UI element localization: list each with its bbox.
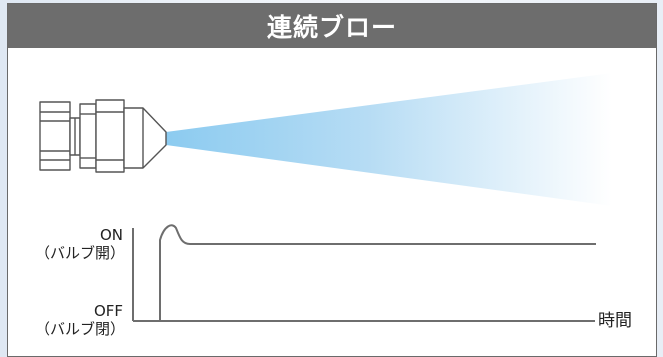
on-label: ON xyxy=(99,226,123,244)
nozzle-icon xyxy=(39,99,167,173)
on-sub-label: （バルブ開） xyxy=(34,244,125,262)
off-sub-label: （バルブ閉） xyxy=(34,320,125,338)
signal-graph xyxy=(132,224,596,322)
time-axis-label: 時間 xyxy=(598,311,632,331)
air-spray-cone xyxy=(166,73,612,206)
off-label: OFF xyxy=(93,302,123,320)
diagram-title: 連続ブロー xyxy=(266,13,397,42)
signal-line xyxy=(134,224,596,322)
title-bar: 連続ブロー xyxy=(8,4,656,48)
